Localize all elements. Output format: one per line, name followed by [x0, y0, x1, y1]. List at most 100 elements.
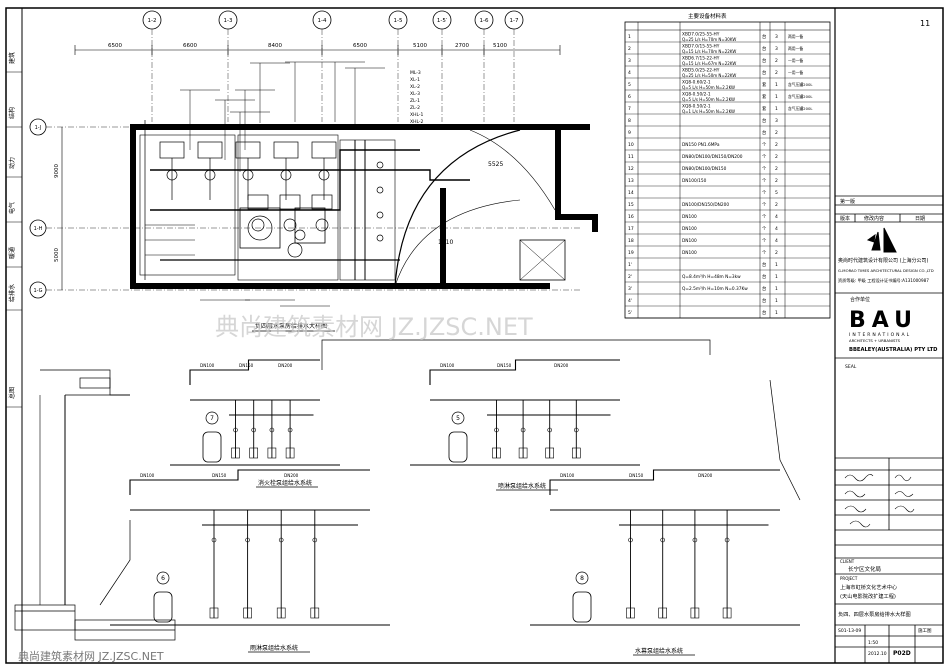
svg-text:2012.10: 2012.10 — [868, 651, 887, 657]
table-cell-qty: 1 — [775, 82, 778, 88]
plan-dimension-tags: 1410 5525 — [438, 161, 503, 246]
svg-text:修改内容: 修改内容 — [864, 215, 884, 222]
table-cell-spec: XBD5.0/25-22-HY — [682, 67, 720, 73]
svg-text:11: 11 — [920, 19, 930, 28]
table-cell-unit: 个 — [762, 214, 767, 220]
table-cell-qty: 2 — [775, 166, 778, 172]
table-cell-no: 16 — [628, 214, 634, 220]
system-title: 雨淋泵组给水系统 — [250, 644, 298, 652]
table-cell-spec: XBD6.7/15-22-HY — [682, 55, 720, 61]
pipe-size-label: DN150 — [212, 473, 227, 478]
table-cell-no: 13 — [628, 178, 634, 184]
svg-text:INTERNATIONAL: INTERNATIONAL — [849, 332, 911, 338]
table-cell-spec2: Q=15 L/s H=67m N=22KW — [682, 61, 736, 66]
axis-label: 1-2 — [148, 18, 157, 24]
table-cell-unit: 台 — [762, 309, 766, 316]
row-axes: 1-J1-H1-G — [29, 118, 580, 299]
table-cell-no: 9 — [628, 130, 631, 136]
svg-text:施工图: 施工图 — [918, 627, 932, 634]
title-block — [835, 195, 943, 663]
svg-text:负四层水泵房给排水大样图: 负四层水泵房给排水大样图 — [255, 322, 327, 330]
table-cell-qty: 1 — [775, 106, 778, 112]
table-cell-spec: XBD7.0/15-55-HY — [682, 43, 720, 49]
table-cell-unit: 台 — [762, 57, 766, 64]
svg-text:合作单位: 合作单位 — [850, 296, 870, 303]
table-cell-spec: DN100/150 — [682, 178, 707, 184]
table-cell-no: 4' — [628, 298, 632, 304]
table-cell-note: 含气压罐200L — [788, 94, 813, 99]
svg-text:1410: 1410 — [438, 239, 453, 246]
svg-text:PROJECT: PROJECT — [840, 576, 858, 581]
table-cell-no: 18 — [628, 238, 634, 244]
watermark: 典尚建筑素材网 JZ.JZSC.NET 典尚建筑素材网 JZ.JZSC.NET — [18, 313, 533, 663]
svg-text:5525: 5525 — [488, 161, 503, 168]
table-cell-unit: 套 — [762, 105, 767, 112]
dimension-label: 5100 — [493, 43, 507, 49]
table-cell-no: 2 — [628, 46, 631, 52]
table-cell-no: 3' — [628, 286, 632, 292]
discipline-label: 动力 — [8, 157, 16, 169]
firm-logo-icon — [866, 227, 897, 253]
table-cell-no: 19 — [628, 250, 634, 256]
pipe-size-label: DN150 — [629, 473, 644, 478]
system-title: 喷淋泵组给水系统 — [498, 482, 546, 490]
tank-number: 8 — [580, 575, 584, 582]
dimension-label: 6500 — [108, 43, 122, 49]
table-cell-unit: 台 — [762, 285, 766, 292]
table-cell-qty: 1 — [775, 262, 778, 268]
svg-text:第一版: 第一版 — [840, 198, 855, 205]
table-cell-no: 2' — [628, 274, 632, 280]
pipe-size-label: DN150 — [239, 363, 254, 368]
dimension-label: 5000 — [54, 248, 60, 262]
table-cell-unit: 台 — [762, 45, 766, 52]
svg-text:S01-13-09: S01-13-09 — [838, 628, 861, 634]
table-cell-spec: DN150 PN1.6MPa — [682, 142, 720, 148]
tank-number: 7 — [210, 415, 214, 422]
signatures — [844, 474, 915, 528]
plan-title: 负四层水泵房给排水大样图 — [252, 322, 335, 332]
svg-text:典尚建筑素材网 JZ.JZSC.NET: 典尚建筑素材网 JZ.JZSC.NET — [215, 313, 533, 341]
dimension-label: 5100 — [413, 43, 427, 49]
table-cell-unit: 个 — [762, 142, 767, 148]
table-cell-unit: 个 — [762, 166, 767, 172]
table-cell-no: 12 — [628, 166, 634, 172]
table-cell-no: 15 — [628, 202, 634, 208]
table-cell-spec: XQ8-0.50/2-1 — [682, 103, 711, 109]
table-cell-spec2: Q=25 L/s H=50m N=22KW — [682, 73, 736, 78]
table-cell-unit: 台 — [762, 33, 766, 40]
discipline-label: 结构 — [8, 107, 16, 119]
pipe-size-label: DN150 — [497, 363, 512, 368]
table-cell-no: 14 — [628, 190, 634, 196]
pipe-tag: XHL-2 — [410, 119, 424, 125]
firm-info: 奥尚时代建筑设计有限公司 (上海分公司) G-MORAO TIMES ARCHI… — [838, 257, 934, 303]
table-cell-unit: 个 — [762, 178, 767, 184]
dimension-label: 6500 — [353, 43, 367, 49]
pipe-size-label: DN200 — [278, 363, 293, 368]
table-cell-spec2: Q=5 L/s H=50m N=2.2KW — [682, 97, 735, 102]
revision-block: 第一版 版本 修改内容 日期 — [840, 198, 925, 222]
table-cell-no: 1 — [628, 34, 631, 40]
table-cell-spec: Q=8.4m³/h H=48m N=3kw — [682, 274, 741, 280]
system-title: 消火栓泵组给水系统 — [258, 479, 312, 487]
pipe-size-label: DN100 — [200, 363, 215, 368]
table-cell-unit: 台 — [762, 69, 766, 76]
axis-label: 1-5′ — [437, 18, 448, 24]
table-cell-qty: 1 — [775, 286, 778, 292]
pipe-tag: ZL-1 — [410, 98, 420, 104]
table-cell-spec: DN80/DN100/DN150/DN200 — [682, 154, 743, 160]
title-block-fields: SEAL CLIENT 长宁区文化局 PROJECT 上海市虹桥文化艺术中心 (… — [838, 364, 932, 657]
table-cell-no: 7 — [628, 106, 631, 112]
table-cell-note: 含气压罐200L — [788, 82, 813, 87]
table-cell-qty: 1 — [775, 310, 778, 316]
table-cell-note: 一用一备 — [788, 70, 803, 75]
svg-text:典尚建筑素材网 JZ.JZSC.NET: 典尚建筑素材网 JZ.JZSC.NET — [18, 649, 164, 663]
table-cell-spec: DN100 — [682, 214, 697, 220]
svg-text:主要设备材料表: 主要设备材料表 — [688, 12, 727, 20]
table-cell-unit: 套 — [762, 93, 767, 100]
table-cell-qty: 3 — [775, 46, 778, 52]
table-cell-unit: 个 — [762, 190, 767, 196]
table-cell-qty: 2 — [775, 58, 778, 64]
pipe-tag: XL-3 — [410, 91, 420, 97]
